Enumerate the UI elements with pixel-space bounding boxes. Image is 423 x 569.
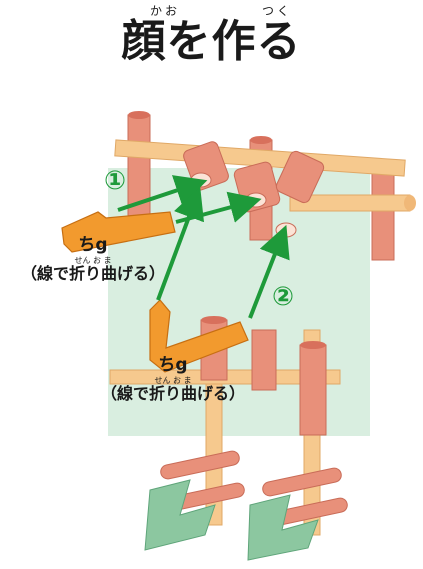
step-2-number: ② [272, 282, 294, 312]
left-top-pipe-cap [128, 111, 150, 119]
lower-label-sub: （線で折り曲げる） [88, 385, 258, 403]
right-hip-pipe [300, 345, 326, 435]
left-foot [145, 450, 246, 550]
upper-label-main: ちg [8, 236, 178, 256]
right-hip-pipe-cap [300, 341, 326, 349]
step-1-number: ① [104, 166, 126, 196]
right-arm-bar-end [404, 195, 416, 211]
center-vertical-pipe-cap [250, 136, 272, 144]
left-hip-pipe-cap [201, 316, 227, 324]
lower-label-main: ちg [88, 356, 258, 376]
right-foot [248, 467, 349, 560]
right-vertical-pipe [372, 165, 394, 260]
left-top-pipe [128, 115, 150, 230]
upper-label-sub: （線で折り曲げる） [8, 265, 178, 283]
lower-bracket-label: ちg せん お ま （線で折り曲げる） [88, 356, 258, 403]
upper-bracket-label: ちg せん お ま （線で折り曲げる） [8, 236, 178, 283]
